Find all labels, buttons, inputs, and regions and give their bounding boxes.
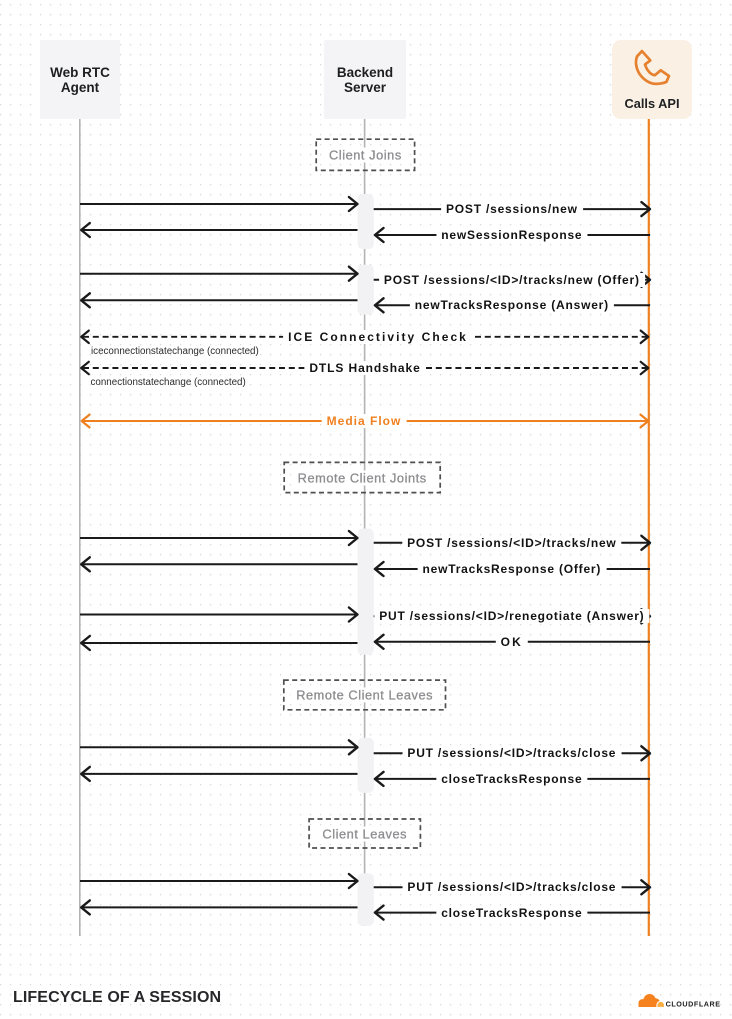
svg-text:CLOUDFLARE: CLOUDFLARE — [666, 999, 721, 1008]
